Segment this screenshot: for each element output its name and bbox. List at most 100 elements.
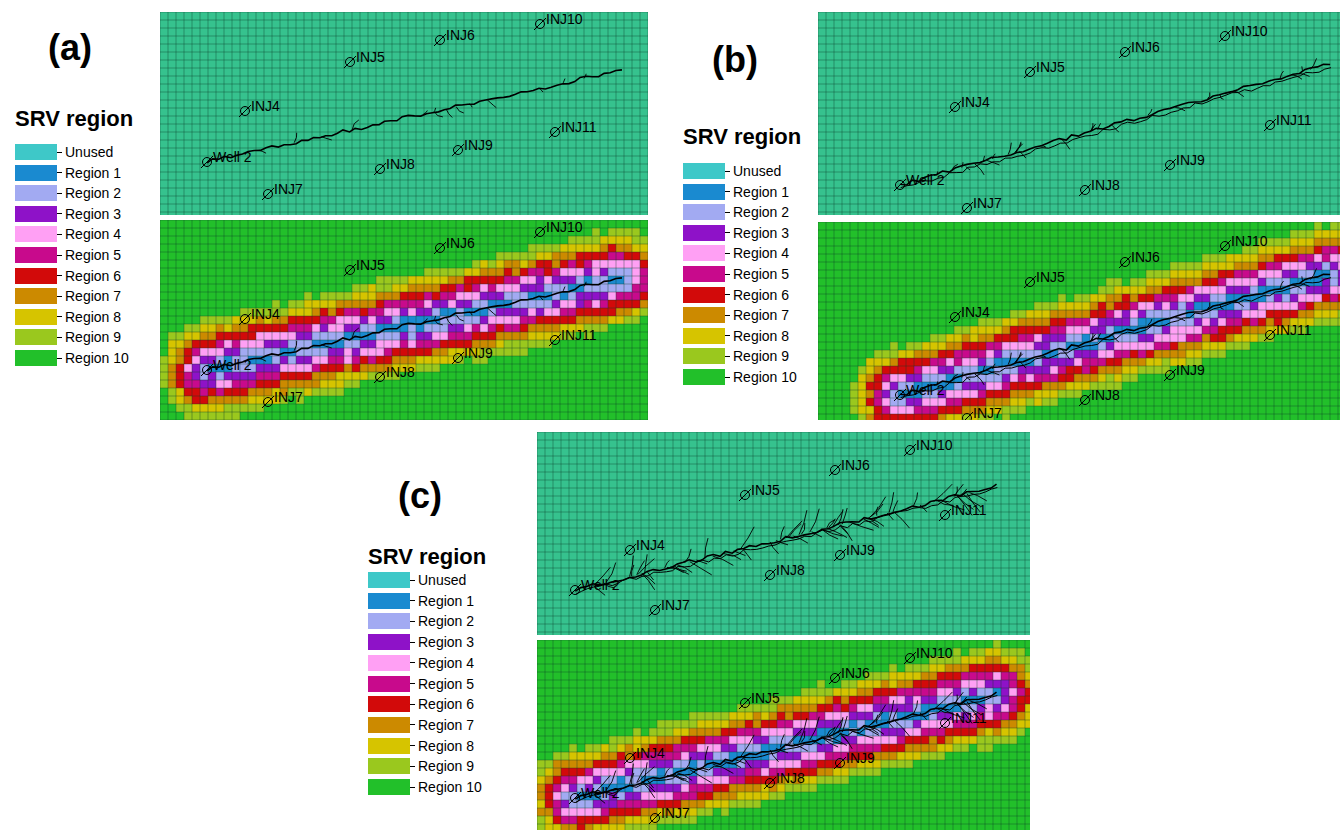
region-cell [608,316,616,324]
region-cell [592,220,600,228]
region-cell [600,364,608,372]
region-cell [272,276,280,284]
region-cell [264,324,272,332]
region-cell [376,244,384,252]
region-cell [440,252,448,260]
region-cell [874,230,882,238]
region-cell [320,412,328,420]
region-cell [280,324,288,332]
region-cell [576,356,584,364]
region-cell [328,284,336,292]
region-cell [882,334,890,342]
region-cell [280,260,288,268]
region-cell [376,412,384,420]
region-cell [898,358,906,366]
region-cell [520,396,528,404]
region-cell [264,220,272,228]
region-cell [608,244,616,252]
region-cell [408,244,416,252]
region-cell [488,228,496,236]
well-symbol [961,202,973,214]
fracture-branch [294,341,296,351]
region-cell [914,350,922,358]
region-cell [200,276,208,284]
region-cell [424,228,432,236]
region-cell [208,372,216,380]
region-cell [456,372,464,380]
region-cell [624,244,632,252]
region-cell [248,404,256,412]
region-cell [624,396,632,404]
region-cell [480,292,488,300]
region-cell [384,300,392,308]
region-cell [256,388,264,396]
region-cell [488,284,496,292]
region-cell [328,276,336,284]
region-cell [472,332,480,340]
region-cell [368,324,376,332]
region-cell [208,348,216,356]
region-cell [368,284,376,292]
region-cell [376,236,384,244]
region-cell [280,372,288,380]
region-cell [216,380,224,388]
region-cell [488,412,496,420]
region-cell [296,380,304,388]
well-symbol [434,34,446,46]
region-cell [448,412,456,420]
region-cell [200,300,208,308]
region-cell [440,332,448,340]
region-cell [600,316,608,324]
region-cell [866,294,874,302]
region-cell [256,332,264,340]
region-cell [320,348,328,356]
region-cell [280,308,288,316]
region-cell [448,388,456,396]
region-cell [464,364,472,372]
region-cell [906,262,914,270]
region-cell [424,396,432,404]
region-cell [400,396,408,404]
region-cell [560,316,568,324]
region-cell [344,364,352,372]
region-cell [392,228,400,236]
region-cell [528,276,536,284]
region-cell [640,388,648,396]
region-cell [834,406,842,414]
region-cell [906,278,914,286]
region-cell [296,324,304,332]
region-cell [464,268,472,276]
region-cell [248,412,256,420]
region-cell [858,414,866,420]
region-cell [176,404,184,412]
region-cell [456,396,464,404]
region-cell [624,220,632,228]
region-cell [568,236,576,244]
region-cell [288,332,296,340]
grid-lines [160,220,648,420]
region-cell [336,404,344,412]
region-cell [480,324,488,332]
region-cell [272,364,280,372]
region-cell [264,388,272,396]
region-cell [208,268,216,276]
region-cell [352,340,360,348]
region-cell [592,292,600,300]
region-cell [416,364,424,372]
region-cell [256,228,264,236]
region-cell [608,356,616,364]
region-cell [224,292,232,300]
region-cell [440,364,448,372]
region-cell [488,236,496,244]
region-cell [576,388,584,396]
region-cell [826,302,834,310]
region-cell [400,260,408,268]
region-cell [858,310,866,318]
region-cell [408,396,416,404]
region-cell [818,382,826,390]
region-cell [818,334,826,342]
region-cell [224,412,232,420]
region-cell [914,222,922,230]
region-cell [616,260,624,268]
region-cell [384,292,392,300]
